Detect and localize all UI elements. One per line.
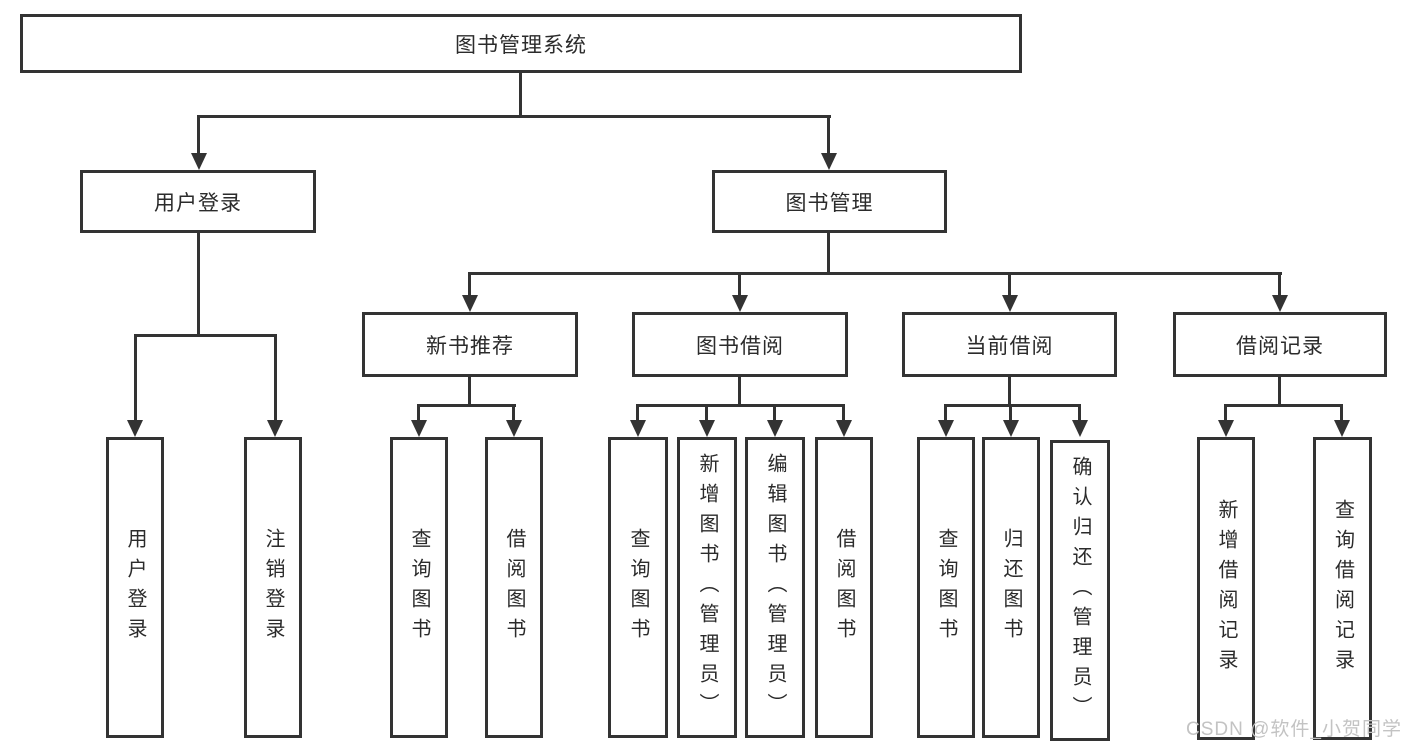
- connector-arrow-shaft: [636, 404, 639, 426]
- leaf-logout: 注销登录: [244, 437, 302, 738]
- leaf-return-book: 归还图书: [982, 437, 1040, 738]
- node-label: 编辑图书（管理员）: [764, 452, 786, 723]
- node-label: 借阅图书: [503, 527, 525, 648]
- arrow-down-icon: [630, 420, 646, 437]
- connector-arrow-shaft: [1008, 272, 1011, 300]
- node-label: 查询借阅记录: [1331, 498, 1354, 679]
- connector-bus: [637, 404, 845, 407]
- arrow-down-icon: [506, 420, 522, 437]
- node-label: 新增图书（管理员）: [696, 452, 718, 723]
- connector-arrow-shaft: [842, 404, 845, 426]
- leaf-query-books-2: 查询图书: [608, 437, 668, 738]
- leaf-confirm-return-admin: 确认归还（管理员）: [1050, 440, 1110, 741]
- connector-stem: [1278, 377, 1281, 407]
- connector-book-mgmt-stem: [827, 233, 830, 275]
- connector-arrow-shaft: [738, 272, 741, 300]
- arrow-down-icon: [1218, 420, 1234, 437]
- arrow-down-icon: [1003, 420, 1019, 437]
- connector-arrow-shaft: [705, 404, 708, 426]
- connector-arrow-shaft: [1340, 404, 1343, 426]
- connector-arrow-shaft: [1078, 404, 1081, 426]
- arrow-down-icon: [767, 420, 783, 437]
- connector-bus: [418, 404, 516, 407]
- arrow-down-icon: [732, 295, 748, 312]
- node-label: 用户登录: [124, 527, 146, 648]
- node-user-login: 用户登录: [80, 170, 316, 233]
- leaf-edit-book-admin: 编辑图书（管理员）: [745, 437, 805, 738]
- node-label: 归还图书: [1000, 527, 1022, 648]
- node-current-borrow: 当前借阅: [902, 312, 1117, 377]
- connector-arrow-shaft: [468, 272, 471, 300]
- connector-stem: [468, 377, 471, 407]
- node-label: 查询图书: [408, 527, 430, 648]
- node-label: 注销登录: [262, 527, 284, 648]
- connector-bus: [945, 404, 1081, 407]
- node-label: 当前借阅: [965, 334, 1054, 358]
- leaf-query-books-3: 查询图书: [917, 437, 975, 738]
- node-book-management: 图书管理: [712, 170, 947, 233]
- arrow-down-icon: [699, 420, 715, 437]
- csdn-watermark: CSDN @软件_小贺同学: [1186, 719, 1402, 740]
- connector-arrow-shaft: [1224, 404, 1227, 426]
- leaf-query-borrow-record: 查询借阅记录: [1313, 437, 1372, 740]
- arrow-down-icon: [938, 420, 954, 437]
- connector-level3-bus: [468, 272, 1282, 275]
- leaf-user-login: 用户登录: [106, 437, 164, 738]
- connector-arrow-shaft: [417, 404, 420, 426]
- node-label: 图书管理: [785, 191, 874, 215]
- connector-arrow-shaft: [1009, 404, 1012, 426]
- leaf-query-books-1: 查询图书: [390, 437, 448, 738]
- node-label: 新增借阅记录: [1215, 498, 1237, 679]
- arrow-down-icon: [462, 295, 478, 312]
- node-label: 图书借阅: [696, 334, 784, 358]
- node-book-borrow: 图书借阅: [632, 312, 848, 377]
- node-label: 查询图书: [627, 527, 649, 648]
- arrow-down-icon: [836, 420, 852, 437]
- connector-arrow-shaft: [274, 334, 277, 424]
- arrow-down-icon: [1002, 295, 1018, 312]
- connector-root-stem: [519, 73, 522, 118]
- connector-user-login-stem: [197, 233, 200, 337]
- arrow-down-icon: [127, 420, 143, 437]
- node-label: 图书管理系统: [455, 33, 587, 57]
- connector-arrow-shaft: [512, 404, 515, 426]
- connector-stem: [738, 377, 741, 407]
- connector-bus: [1224, 404, 1342, 407]
- arrow-down-icon: [267, 420, 283, 437]
- connector-arrow-shaft: [134, 334, 137, 424]
- node-label: 用户登录: [154, 191, 242, 215]
- connector-arrow-shaft: [944, 404, 947, 426]
- node-label: 借阅图书: [833, 527, 855, 648]
- connector-arrow-shaft: [773, 404, 776, 426]
- connector-user-login-bus: [134, 334, 277, 337]
- connector-level1-bus: [198, 115, 831, 118]
- arrow-down-icon: [1272, 295, 1288, 312]
- node-label: 查询图书: [935, 527, 957, 648]
- leaf-borrow-books-1: 借阅图书: [485, 437, 543, 738]
- arrow-down-icon: [1072, 420, 1088, 437]
- node-label: 新书推荐: [426, 334, 514, 358]
- connector-arrow-shaft: [1278, 272, 1281, 300]
- arrow-down-icon: [1334, 420, 1350, 437]
- leaf-add-book-admin: 新增图书（管理员）: [677, 437, 737, 738]
- connector-arrow-shaft: [827, 115, 830, 157]
- leaf-add-borrow-record: 新增借阅记录: [1197, 437, 1255, 740]
- connector-arrow-shaft: [197, 115, 200, 157]
- arrow-down-icon: [191, 153, 207, 170]
- node-label: 确认归还（管理员）: [1069, 455, 1091, 726]
- arrow-down-icon: [411, 420, 427, 437]
- connector-stem: [1008, 377, 1011, 407]
- leaf-borrow-books-2: 借阅图书: [815, 437, 873, 738]
- node-label: 借阅记录: [1236, 334, 1324, 358]
- arrow-down-icon: [821, 153, 837, 170]
- node-library-system: 图书管理系统: [20, 14, 1022, 73]
- node-borrow-record: 借阅记录: [1173, 312, 1387, 377]
- node-new-book-recommend: 新书推荐: [362, 312, 578, 377]
